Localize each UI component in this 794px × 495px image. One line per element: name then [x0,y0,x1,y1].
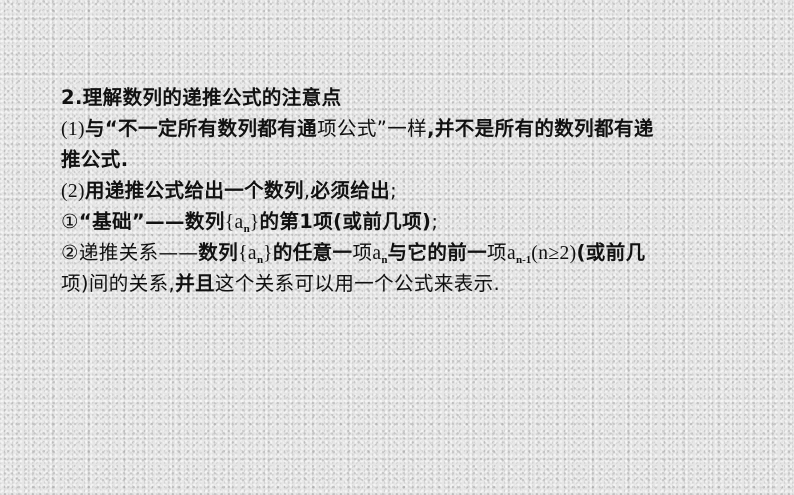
point-2-text: , [303,179,311,202]
sequence-notation: {an} [224,212,260,235]
item-1-text: (或前几项) [333,210,432,233]
item-2-line-2: 项)间的关系,并且这个关系可以用一个公式来表示. [61,268,751,299]
point-2-line: (2)用递推公式给出一个数列,必须给出; [61,175,751,206]
point-1-text: ,并不是所有的数列都有递 [427,117,654,140]
point-2-text: 必须给出 [310,179,391,202]
item-2-text: 这个关系可以用一个公式来表示. [214,272,501,295]
point-1-text: 推公式. [61,148,129,171]
point-2-text: ; [390,179,398,202]
point-1-line-2: 推公式. [61,144,751,175]
item-2-text: 的任意一 [272,241,353,264]
term-subscript: n [381,254,388,266]
circled-number-1: ① [61,210,79,233]
point-2-label: (2) [61,181,85,202]
point-1-text: 与“不一定所有数列都有通 [84,117,318,140]
item-2-text: 项 [352,241,373,264]
term-an-minus-1: an-1 [506,243,532,266]
seq-open: {a [238,243,257,264]
item-1-line: ①“基础”——数列{an}的第1项(或前几项); [61,206,751,237]
item-1-text: “基础”——数列 [78,210,225,233]
point-1-line-1: (1)与“不一定所有数列都有通项公式”一样,并不是所有的数列都有递 [61,113,751,144]
point-1-label: (1) [61,119,85,140]
item-2-text: 递推关系—— [78,241,199,264]
item-2-text: (或前几 [576,241,646,264]
term-subscript: n-1 [516,254,532,266]
heading: 2.理解数列的递推公式的注意点 [61,82,751,113]
item-2-text: 项)间的关系, [61,272,176,295]
item-2-text: 与它的前一 [387,241,488,264]
circled-number-2: ② [61,241,79,264]
seq-close: } [249,212,260,233]
point-2-text: 用递推公式给出一个数列 [84,179,304,202]
item-2-line-1: ②递推关系——数列{an}的任意一项an与它的前一项an-1(n≥2)(或前几 [61,237,751,268]
sequence-notation: {an} [238,243,273,266]
item-1-text: 的第1项 [259,210,334,233]
slide-content: 2.理解数列的递推公式的注意点 (1)与“不一定所有数列都有通项公式”一样,并不… [61,82,751,299]
heading-text: 2.理解数列的递推公式的注意点 [61,86,342,109]
item-2-text: 并且 [175,272,215,295]
condition: (n≥2) [531,243,577,264]
item-2-text: 项 [487,241,507,264]
item-1-text: ; [431,210,439,233]
term-letter: a [506,243,517,264]
term-letter: a [372,243,382,264]
seq-subscript: n [243,223,250,235]
item-2-text: 数列 [198,241,239,264]
point-1-text: 项公式”一样 [317,117,428,140]
term-an: an [372,243,388,266]
seq-open: {a [224,212,244,233]
seq-close: } [263,243,273,264]
seq-subscript: n [256,254,264,266]
